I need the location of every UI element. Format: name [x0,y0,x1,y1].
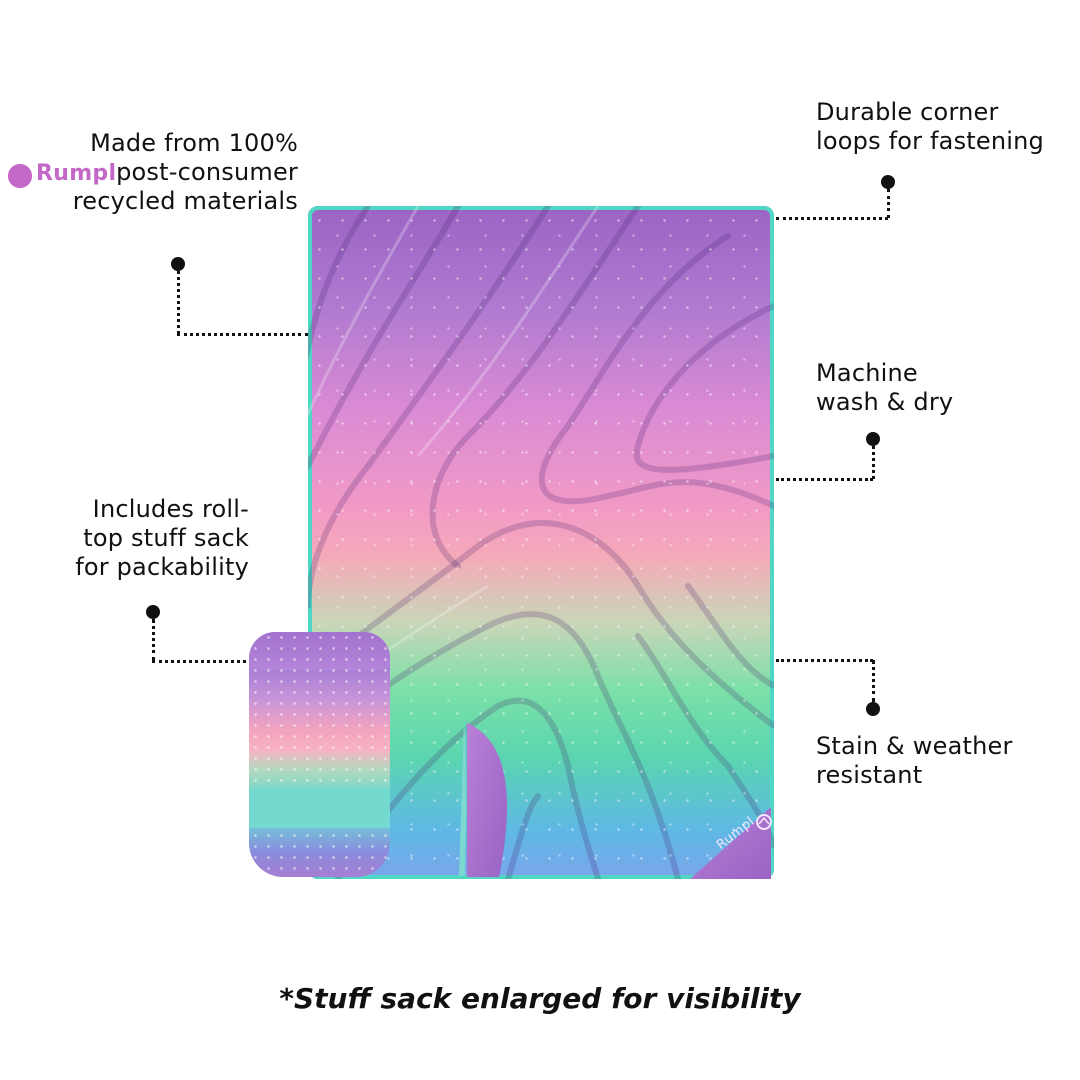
stuff-sack-band [249,788,390,828]
rumpl-mountain-logo-icon [8,164,32,188]
stuff-sack-image [249,632,390,877]
leader-line-stuff-sack-v [152,619,155,661]
blanket-folded-corner [459,719,771,879]
leader-line-stuff-sack-h [152,660,252,663]
leader-dot-corner-loops [881,175,895,189]
leader-line-machine-wash-v [872,446,875,479]
leader-line-corner-loops-h [776,217,888,220]
callout-machine-wash: Machine wash & dry [816,359,954,416]
leader-dot-stuff-sack [146,605,160,619]
callout-stain-resistant: Stain & weather resistant [816,732,1013,789]
callout-recycled-materials: Made from 100% post-consumer recycled ma… [72,129,298,215]
leader-dot-machine-wash [866,432,880,446]
leader-line-recycled-h [177,333,308,336]
leader-line-stain-h [776,659,873,662]
stuff-sack-sparkle-pattern [249,632,390,877]
callout-stuff-sack: Includes roll- top stuff sack for packab… [75,495,249,581]
leader-line-stain-v [872,660,875,702]
rumpl-corner-logo-icon [756,814,772,830]
callout-corner-loops: Durable corner loops for fastening [816,98,1044,155]
leader-line-machine-wash-h [776,478,873,481]
footnote-text: *Stuff sack enlarged for visibility [279,982,801,1015]
leader-dot-stain [866,702,880,716]
leader-dot-recycled [171,257,185,271]
stuff-sack-logo-text: Rumpl [36,161,117,186]
leader-line-corner-loops-v [887,189,890,218]
leader-line-recycled-v [177,271,180,334]
